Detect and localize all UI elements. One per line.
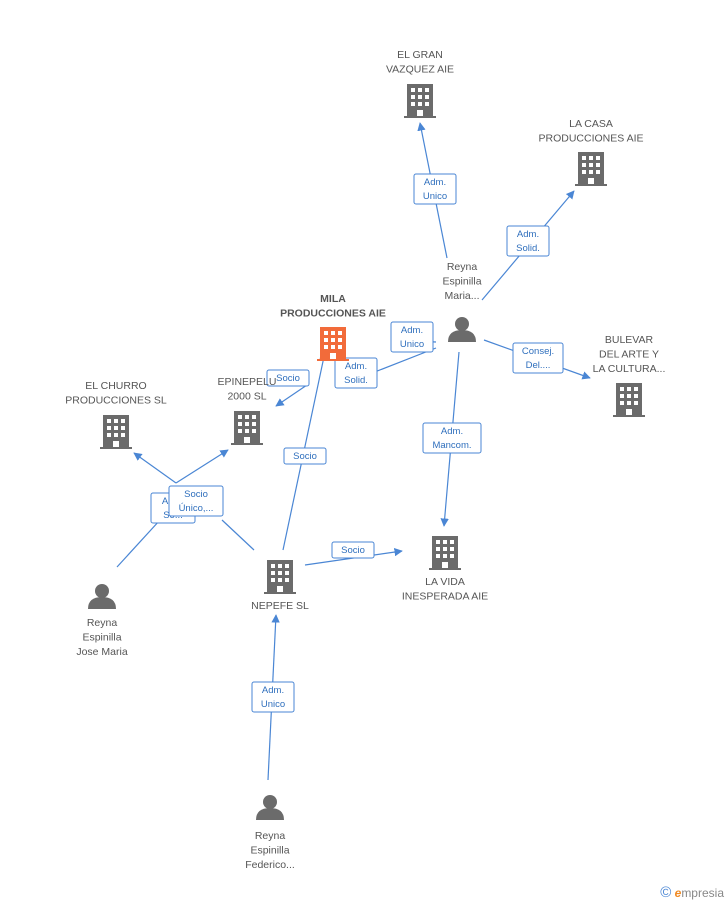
relation-badge[interactable]: Adm. Unico: [413, 173, 457, 205]
node-federico[interactable]: ReynaEspinillaFederico...: [245, 795, 295, 871]
node-nepefe[interactable]: NEPEFE SL: [251, 560, 309, 612]
node-casa[interactable]: LA CASA PRODUCCIONES AIE: [538, 118, 644, 186]
node-label: PRODUCCIONES AIE: [280, 308, 386, 320]
relation-label: Socio: [341, 545, 365, 556]
relation-label: Socio: [184, 489, 208, 500]
node-label: LA CASA: [569, 118, 613, 130]
node-label: EPINEPELU: [218, 376, 277, 388]
relation-label: Adm.: [262, 685, 284, 696]
building-icon: [429, 536, 461, 570]
node-label: LA VIDA: [425, 576, 465, 588]
node-label: Reyna: [447, 261, 478, 273]
node-label: Jose Maria: [76, 646, 128, 658]
building-icon: [575, 152, 607, 186]
node-bulevar[interactable]: BULEVAR DEL ARTE Y LA CULTURA...: [593, 334, 666, 417]
node-gran[interactable]: EL GRAN VAZQUEZ AIE: [386, 49, 454, 118]
relation-badge[interactable]: Adm. Unico: [390, 321, 434, 353]
edge-e7: [275, 384, 308, 407]
node-label: Espinilla: [82, 632, 121, 644]
relation-label: Adm.: [517, 229, 539, 240]
relation-label: Unico: [400, 339, 424, 350]
relation-label: Socio: [276, 373, 300, 384]
copyright-icon: ©: [660, 884, 672, 901]
relation-badge[interactable]: Socio: [283, 447, 327, 465]
node-label: EL GRAN: [397, 49, 443, 61]
relation-label: Del....: [526, 360, 551, 371]
brand-name: mpresia: [681, 886, 724, 900]
relation-badge[interactable]: Adm. Unico: [251, 681, 295, 713]
node-label: DEL ARTE Y: [599, 349, 659, 361]
node-label: Reyna: [87, 617, 118, 629]
edge-e10-segment: [133, 452, 177, 484]
relation-label: Adm.: [401, 325, 423, 336]
edge-e10: [116, 519, 161, 568]
node-vida[interactable]: LA VIDA INESPERADA AIE: [402, 536, 488, 603]
relation-label: Solid.: [344, 375, 368, 386]
node-label: LA CULTURA...: [593, 363, 666, 375]
node-mila[interactable]: MILA PRODUCCIONES AIE: [280, 293, 386, 361]
relation-label: Mancom.: [432, 440, 471, 451]
relation-badge[interactable]: Adm. Solid.: [506, 225, 550, 257]
relation-badge[interactable]: SocioÚnico,...: [168, 485, 224, 517]
node-label: INESPERADA AIE: [402, 591, 488, 603]
building-icon: [264, 560, 296, 594]
building-icon: [231, 411, 263, 445]
relation-label: Unico: [423, 191, 447, 202]
node-label: Espinilla: [442, 276, 481, 288]
node-label: Maria...: [444, 290, 479, 302]
brand-watermark: © empresia: [660, 884, 724, 901]
relation-badge[interactable]: Adm. Mancom.: [422, 422, 482, 454]
person-icon: [256, 795, 284, 820]
relation-badge[interactable]: Consej. Del....: [512, 342, 564, 374]
node-label: PRODUCCIONES SL: [65, 395, 167, 407]
node-label: MILA: [320, 293, 346, 305]
relation-badge[interactable]: Socio: [331, 541, 375, 559]
building-icon: [100, 415, 132, 449]
brand-initial: e: [674, 886, 682, 900]
node-label: Reyna: [255, 830, 286, 842]
node-label: VAZQUEZ AIE: [386, 64, 454, 76]
edge-e11-segment: [221, 519, 255, 551]
node-label: NEPEFE SL: [251, 600, 309, 612]
relation-badge[interactable]: Socio: [266, 369, 310, 387]
node-maria[interactable]: ReynaEspinillaMaria...: [442, 261, 482, 342]
node-label: PRODUCCIONES AIE: [538, 133, 643, 145]
node-label: BULEVAR: [605, 334, 654, 346]
node-epinepelu[interactable]: EPINEPELU 2000 SL: [218, 376, 277, 445]
relation-badge[interactable]: Adm. Solid.: [334, 357, 378, 389]
relation-label: Único,...: [179, 503, 214, 514]
relation-label: Adm.: [345, 361, 367, 372]
building-icon: [317, 327, 349, 361]
relation-label: Unico: [261, 699, 285, 710]
node-label: EL CHURRO: [85, 380, 146, 392]
node-churro[interactable]: EL CHURRO PRODUCCIONES SL: [65, 380, 167, 449]
node-label: 2000 SL: [227, 391, 266, 403]
edge-e11: [175, 449, 229, 484]
node-label: Federico...: [245, 859, 295, 871]
relation-label: Adm.: [441, 426, 463, 437]
relation-label: Adm.: [424, 177, 446, 188]
building-icon: [404, 84, 436, 118]
node-label: Espinilla: [250, 845, 289, 857]
person-icon: [88, 584, 116, 609]
relation-label: Socio: [293, 451, 317, 462]
relation-label: Consej.: [522, 346, 554, 357]
relation-label: Solid.: [516, 243, 540, 254]
building-icon: [613, 383, 645, 417]
person-icon: [448, 317, 476, 342]
